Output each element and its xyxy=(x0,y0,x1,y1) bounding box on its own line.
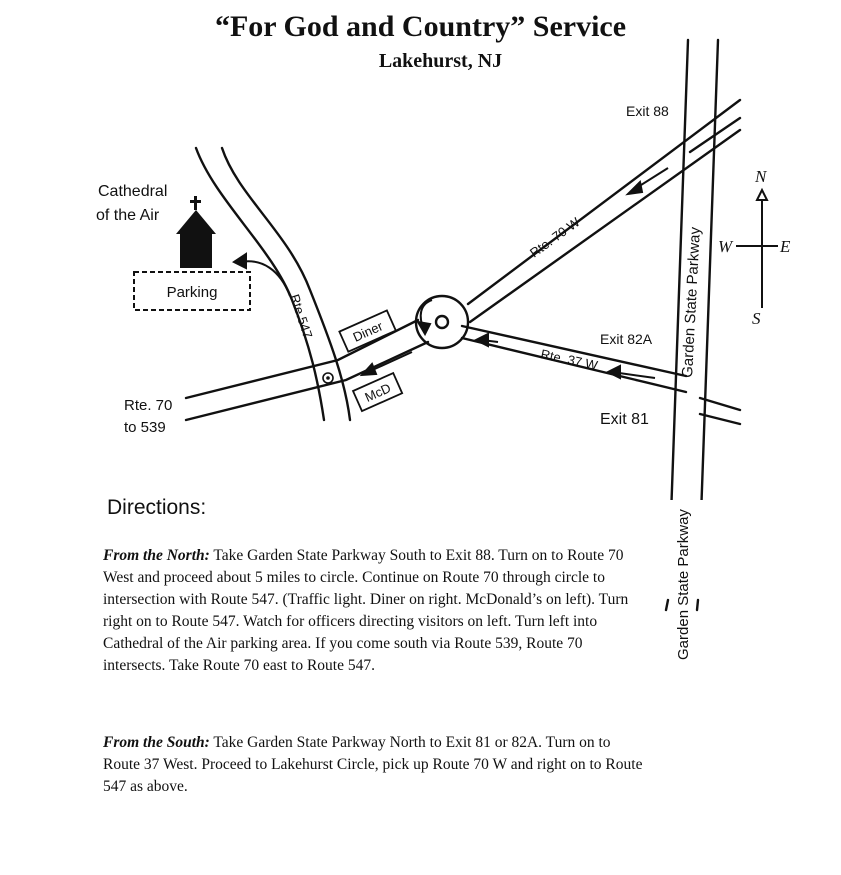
gsp-lower-label: Garden State Parkway xyxy=(675,509,692,660)
rte70-west-lower xyxy=(184,340,430,422)
church-icon xyxy=(176,196,216,268)
north-text: Take Garden State Parkway South to Exit … xyxy=(103,547,629,674)
parking-label: Parking xyxy=(167,284,218,301)
rte37-lower-edge xyxy=(460,336,688,394)
south-lead: From the South: xyxy=(103,734,210,751)
diner-box xyxy=(338,309,398,353)
mcd-box xyxy=(351,371,404,413)
page-title: “For God and Country” Service xyxy=(214,10,627,43)
rte37-upper-edge xyxy=(460,324,688,378)
parking-box xyxy=(133,271,251,311)
directions-heading: Directions: xyxy=(107,496,207,519)
compass-n: N xyxy=(754,167,768,186)
exit82a-label: Exit 82A xyxy=(600,331,653,347)
exit81-road-b xyxy=(698,412,742,426)
exit81-label: Exit 81 xyxy=(600,411,649,428)
compass-rose xyxy=(736,187,778,308)
rte70-to-539-line2: to 539 xyxy=(124,419,166,436)
arrow-circle-exit xyxy=(367,351,413,373)
directions-from-south: From the South: Take Garden State Parkwa… xyxy=(103,732,643,798)
cathedral-label-line1: Cathedral xyxy=(98,183,167,200)
rte547-east-edge xyxy=(220,146,352,422)
traffic-circle-inner xyxy=(434,314,450,330)
compass-e: E xyxy=(779,237,791,256)
exit81-road xyxy=(698,396,742,412)
south-text: Take Garden State Parkway North to Exit … xyxy=(103,734,643,795)
rte70-to-539-line1: Rte. 70 xyxy=(124,397,172,414)
exit88-label: Exit 88 xyxy=(626,103,669,119)
rte70-lower-edge xyxy=(468,128,742,324)
route-map: Parking Cathedral of the Air Diner McD R… xyxy=(96,38,791,500)
traffic-circle-outer xyxy=(414,294,470,350)
compass-s: S xyxy=(752,309,761,328)
page-subtitle: Lakehurst, NJ xyxy=(378,50,503,72)
gsp-road-east-edge xyxy=(700,38,720,500)
north-lead: From the North: xyxy=(103,547,210,564)
exit88-ramp xyxy=(688,116,742,154)
rte70-upper-edge xyxy=(466,98,742,306)
compass-w: W xyxy=(718,237,734,256)
cathedral-label-line2: of the Air xyxy=(96,207,160,224)
directions-from-north: From the North: Take Garden State Parkwa… xyxy=(103,545,643,677)
gsp-road-west-edge xyxy=(670,38,690,500)
rte547-west-edge xyxy=(194,146,326,422)
traffic-light-marker xyxy=(322,372,334,384)
